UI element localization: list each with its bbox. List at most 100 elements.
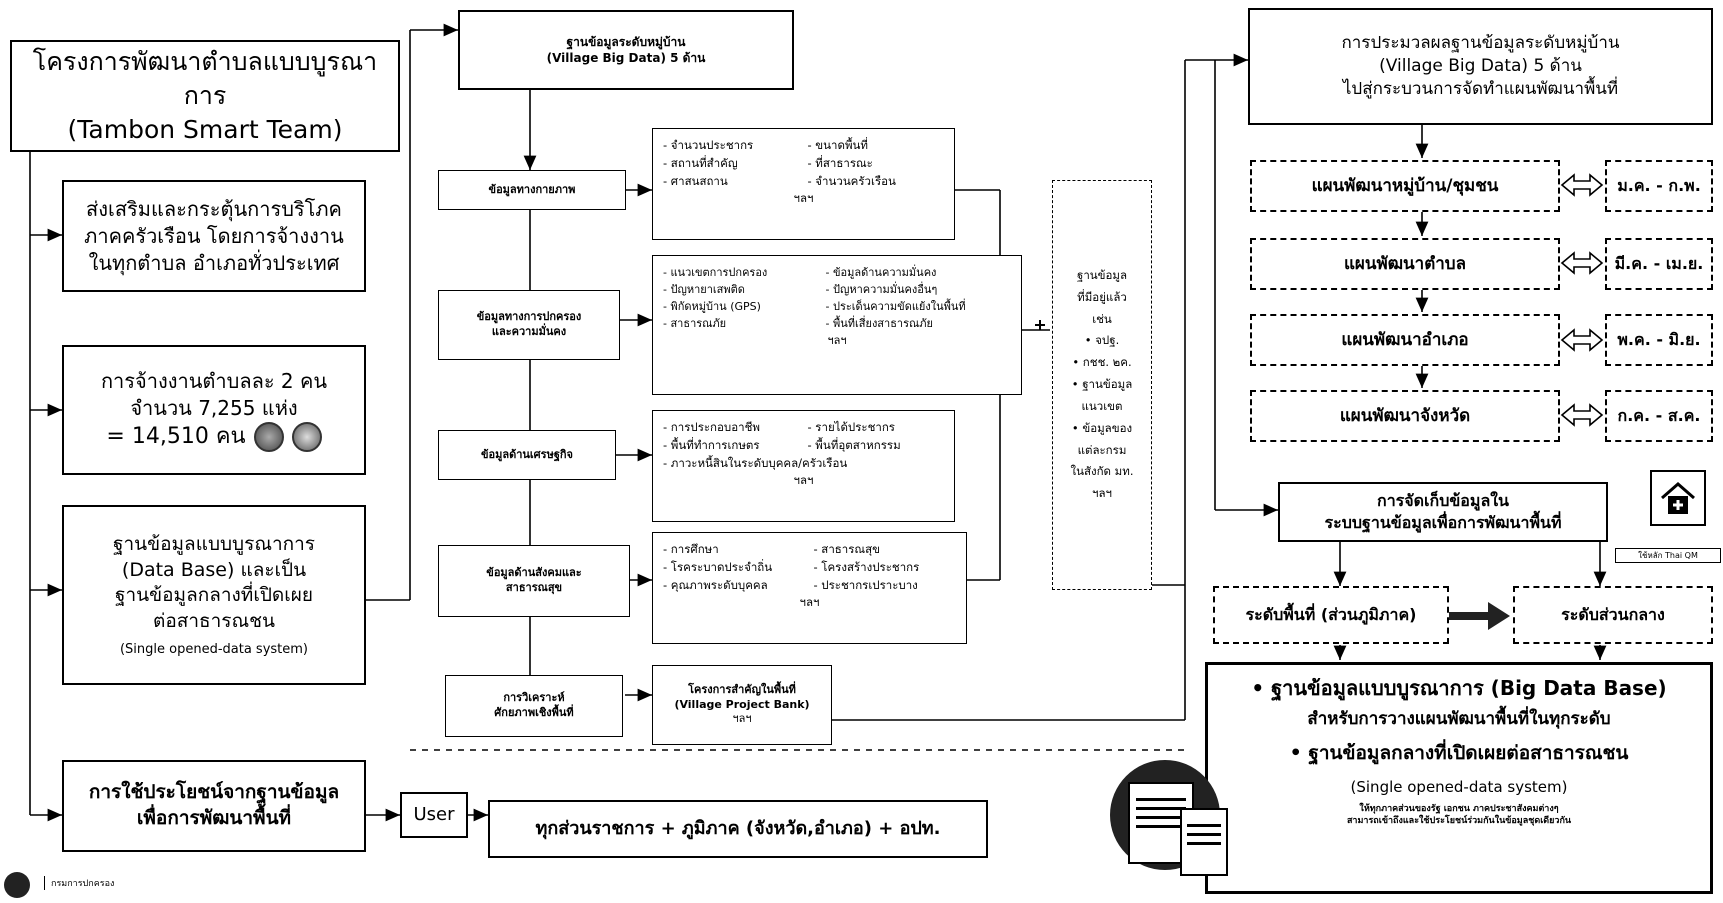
thai-qm-house-icon (1650, 470, 1706, 526)
item: - ศาสนสถาน (663, 173, 728, 188)
item: - ประเด็นความขัดแย้งในพื้นที่ (825, 300, 966, 314)
central-level-label: ระดับส่วนกลาง (1561, 605, 1665, 625)
item: - พื้นที่เสี่ยงสาธารณภัย (825, 317, 933, 331)
promote-line: ในทุกตำบล อำเภอทั่วประเทศ (88, 250, 340, 275)
item: - สาธารณสุข (813, 542, 880, 556)
category-label: ข้อมูลด้านสังคมและ (486, 566, 582, 580)
item: - โรคระบาดประจำถิ่น (663, 559, 773, 574)
item: - คุณภาพระดับบุคคล (663, 577, 768, 592)
period-village: ม.ค. - ก.พ. (1605, 160, 1713, 212)
etc-label: ฯลฯ (827, 334, 847, 348)
item: - พื้นที่อุตสาหกรรม (807, 437, 901, 452)
category-label: สาธารณสุข (505, 581, 563, 594)
village-big-data-box: ฐานข้อมูลระดับหมู่บ้าน (Village Big Data… (458, 10, 794, 90)
item: - รายได้ประชากร (807, 420, 896, 434)
category-label: ข้อมูลทางกายภาพ (488, 182, 576, 196)
promote-consumption-box: ส่งเสริมและกระตุ้นการบริโภค ภาคครัวเรือน… (62, 180, 366, 292)
category-label: ข้อมูลด้านเศรษฐกิจ (480, 447, 574, 461)
category-social: ข้อมูลด้านสังคมและ สาธารณสุข (438, 545, 630, 617)
project-title-th: โครงการพัฒนาตำบลแบบบูรณาการ (32, 47, 378, 111)
item: - สถานที่สำคัญ (663, 155, 738, 170)
existing-database-box: ฐานข้อมูล ที่มีอยู่แล้ว เช่น • จปฐ. • กช… (1052, 180, 1152, 590)
existing-db-line: ที่มีอยู่แล้ว (1077, 289, 1127, 304)
database-line: (Data Base) และเป็น (121, 558, 307, 581)
category-governance: ข้อมูลทางการปกครอง และความมั่นคง (438, 290, 620, 360)
processing-line: (Village Big Data) 5 ด้าน (1379, 56, 1582, 77)
processing-line: การประมวลผลฐานข้อมูลระดับหมู่บ้าน (1341, 33, 1620, 54)
plan-name: แผนพัฒนาหมู่บ้าน/ชุมชน (1311, 175, 1499, 196)
item: - ประชากรเปราะบาง (813, 577, 918, 592)
etc-label: ฯลฯ (732, 712, 752, 726)
documents-illustration-icon (1110, 760, 1230, 890)
item: - พิกัดหมู่บ้าน (GPS) (663, 300, 761, 314)
item: - พื้นที่ทำการเกษตร (663, 437, 760, 452)
project-bank-box: โครงการสำคัญในพื้นที่ (Village Project B… (652, 665, 832, 745)
plan-province: แผนพัฒนาจังหวัด (1250, 390, 1560, 442)
plan-period: มี.ค. - เม.ย. (1614, 254, 1704, 274)
data-storage-box: การจัดเก็บข้อมูลใน ระบบฐานข้อมูลเพื่อการ… (1278, 482, 1608, 542)
existing-db-line: • กชช. ๒ค. (1072, 355, 1132, 370)
etc-label: ฯลฯ (799, 595, 820, 610)
project-title-en: (Tambon Smart Team) (67, 114, 343, 144)
database-line: ฐานข้อมูลกลางที่เปิดเผย (115, 584, 313, 607)
category-label: การวิเคราะห์ (503, 691, 565, 705)
existing-db-line: แต่ละกรม (1077, 442, 1127, 457)
house-icon (1661, 482, 1695, 514)
bigdata-line: • ฐานข้อมูลแบบบูรณาการ (Big Data Base) (1251, 676, 1667, 700)
item: - แนวเขตการปกครอง (663, 266, 768, 279)
category-economy: ข้อมูลด้านเศรษฐกิจ (438, 430, 616, 480)
physical-items-box: - จำนวนประชากร - ขนาดพื้นที่ - สถานที่สำ… (652, 128, 955, 240)
promote-line: ภาคครัวเรือน โดยการจ้างงาน (84, 223, 344, 248)
promote-line: ส่งเสริมและกระตุ้นการบริโภค (86, 196, 342, 221)
item: - สาธารณภัย (663, 317, 727, 331)
item: - ภาวะหนี้สินในระดับบุคคล/ครัวเรือน (663, 455, 848, 470)
period-tambon: มี.ค. - เม.ย. (1605, 238, 1713, 290)
project-title-box: โครงการพัฒนาตำบลแบบบูรณาการ (Tambon Smar… (10, 40, 400, 152)
item: - โครงสร้างประชากร (813, 559, 920, 574)
processing-box: การประมวลผลฐานข้อมูลระดับหมู่บ้าน (Villa… (1248, 8, 1713, 125)
plan-district: แผนพัฒนาอำเภอ (1250, 314, 1560, 366)
item: - การศึกษา (663, 542, 719, 556)
plan-village: แผนพัฒนาหมู่บ้าน/ชุมชน (1250, 160, 1560, 212)
category-label: ข้อมูลทางการปกครอง (476, 310, 582, 324)
logo-seal-icon (291, 422, 322, 452)
use-line: เพื่อการพัฒนาพื้นที่ (136, 807, 292, 829)
plan-name: แผนพัฒนาตำบล (1343, 253, 1467, 274)
hire-line: การจ้างงานตำบลละ 2 คน (100, 369, 328, 393)
existing-db-line: • จปฐ. (1084, 333, 1120, 348)
plan-period: ก.ค. - ส.ค. (1617, 406, 1701, 426)
logo-seal-icon (253, 422, 284, 452)
use-line: การใช้ประโยชน์จากฐานข้อมูล (88, 781, 340, 804)
bigdata-line: สำหรับการวางแผนพัฒนาพื้นที่ในทุกระดับ (1307, 709, 1611, 729)
existing-db-line: ฐานข้อมูล (1076, 267, 1128, 282)
item: - ที่สาธารณะ (807, 155, 873, 170)
big-data-base-box: • ฐานข้อมูลแบบบูรณาการ (Big Data Base) ส… (1205, 662, 1713, 894)
bigdata-note: สามารถเข้าถึงและใช้ประโยชน์ร่วมกันในข้อม… (1346, 815, 1572, 826)
item: - ปัญหายาเสพติด (663, 283, 745, 297)
storage-line: ระบบฐานข้อมูลเพื่อการพัฒนาพื้นที่ (1324, 513, 1562, 532)
project-bank-line: โครงการสำคัญในพื้นที่ (688, 682, 796, 696)
plan-tambon: แผนพัฒนาตำบล (1250, 238, 1560, 290)
vbd-line: (Village Big Data) 5 ด้าน (546, 51, 706, 65)
area-level-label: ระดับพื้นที่ (ส่วนภูมิภาค) (1245, 605, 1417, 625)
existing-db-line: ในสังกัด มท. (1070, 464, 1134, 479)
social-items-box: - การศึกษา - สาธารณสุข - โรคระบาดประจำถิ… (652, 532, 967, 644)
plan-period: ม.ค. - ก.พ. (1617, 176, 1701, 196)
central-level-box: ระดับส่วนกลาง (1513, 586, 1713, 644)
item: - ข้อมูลด้านความมั่นคง (825, 266, 937, 279)
category-label: และความมั่นคง (491, 325, 567, 338)
governance-items-box: - แนวเขตการปกครอง - ข้อมูลด้านความมั่นคง… (652, 255, 1022, 395)
data-use-box: การใช้ประโยชน์จากฐานข้อมูล เพื่อการพัฒนา… (62, 760, 366, 852)
etc-label: ฯลฯ (793, 191, 814, 206)
user-label: User (413, 803, 455, 825)
hiring-box: การจ้างงานตำบลละ 2 คน จำนวน 7,255 แห่ง =… (62, 345, 366, 475)
period-district: พ.ค. - มิ.ย. (1605, 314, 1713, 366)
hire-total: = 14,510 คน (106, 424, 246, 450)
period-province: ก.ค. - ส.ค. (1605, 390, 1713, 442)
existing-db-line: • ข้อมูลของ (1071, 420, 1133, 435)
dopa-logo-icon (4, 872, 30, 898)
category-physical: ข้อมูลทางกายภาพ (438, 170, 626, 210)
existing-db-line: แนวเขต (1081, 398, 1123, 413)
item: - ขนาดพื้นที่ (807, 138, 868, 152)
plan-name: แผนพัฒนาอำเภอ (1341, 329, 1469, 350)
